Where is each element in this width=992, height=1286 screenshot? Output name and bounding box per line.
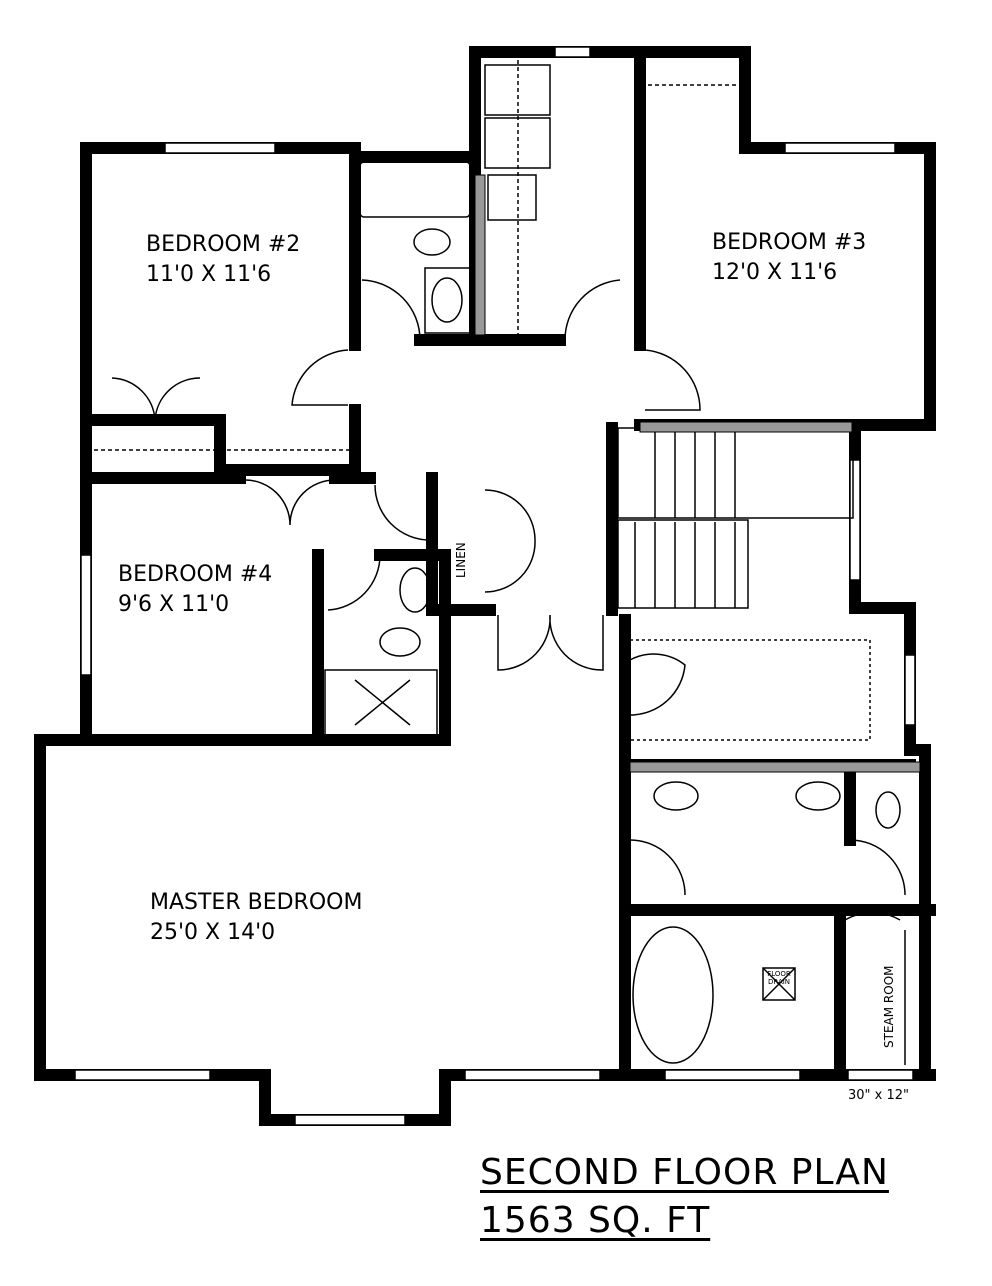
master-sink-1 [653,781,699,811]
room-name: BEDROOM #4 [118,562,273,587]
bathtub [359,161,471,218]
linen-label: LINEN [454,542,468,578]
washer [484,64,551,116]
hatched-walls [474,174,921,773]
linen-wall [426,472,496,616]
toilet [413,228,451,256]
plan-area: 1563 SQ. FT [480,1200,711,1241]
floor-drain-label: FLOOR DRAIN [767,970,791,986]
floor-drain [762,967,796,1001]
room-label-master-bedroom: MASTER BEDROOM 25'0 X 14'0 [150,888,362,948]
sink [431,277,463,323]
room-size: 11'0 X 11'6 [146,262,272,287]
room-label-bedroom-2: BEDROOM #2 11'0 X 11'6 [146,230,300,290]
room-size: 25'0 X 14'0 [150,920,276,945]
window-size-label: 30" x 12" [848,1088,910,1103]
sink-counter [487,174,537,221]
bed2-closet-wall [80,404,361,476]
fixtures [94,60,906,1065]
center-tall-wall [469,46,646,351]
room-label-bedroom-4: BEDROOM #4 9'6 X 11'0 [118,560,272,620]
master-toilet [875,791,901,829]
room-label-bedroom-3: BEDROOM #3 12'0 X 11'6 [712,228,866,288]
toilet-bed4 [379,627,421,657]
room-size: 9'6 X 11'0 [118,592,230,617]
windows [74,46,916,1126]
room-name: MASTER BEDROOM [150,890,363,915]
shower [324,669,438,736]
room-name: BEDROOM #3 [712,230,867,255]
steam-room-label: STEAM ROOM [882,965,896,1049]
master-tub [632,926,714,1064]
room-size: 12'0 X 11'6 [712,260,838,285]
bed4-bath-wall [312,549,451,746]
plan-title: SECOND FLOOR PLAN [480,1152,889,1193]
master-sink-2 [795,781,841,811]
door-swings [111,279,906,921]
vanity [424,267,471,334]
closet-shelf [629,639,871,741]
stairs [617,427,854,609]
sink-bed4 [399,567,431,613]
master-outer-wall [34,734,936,1126]
room-name: BEDROOM #2 [146,232,301,257]
